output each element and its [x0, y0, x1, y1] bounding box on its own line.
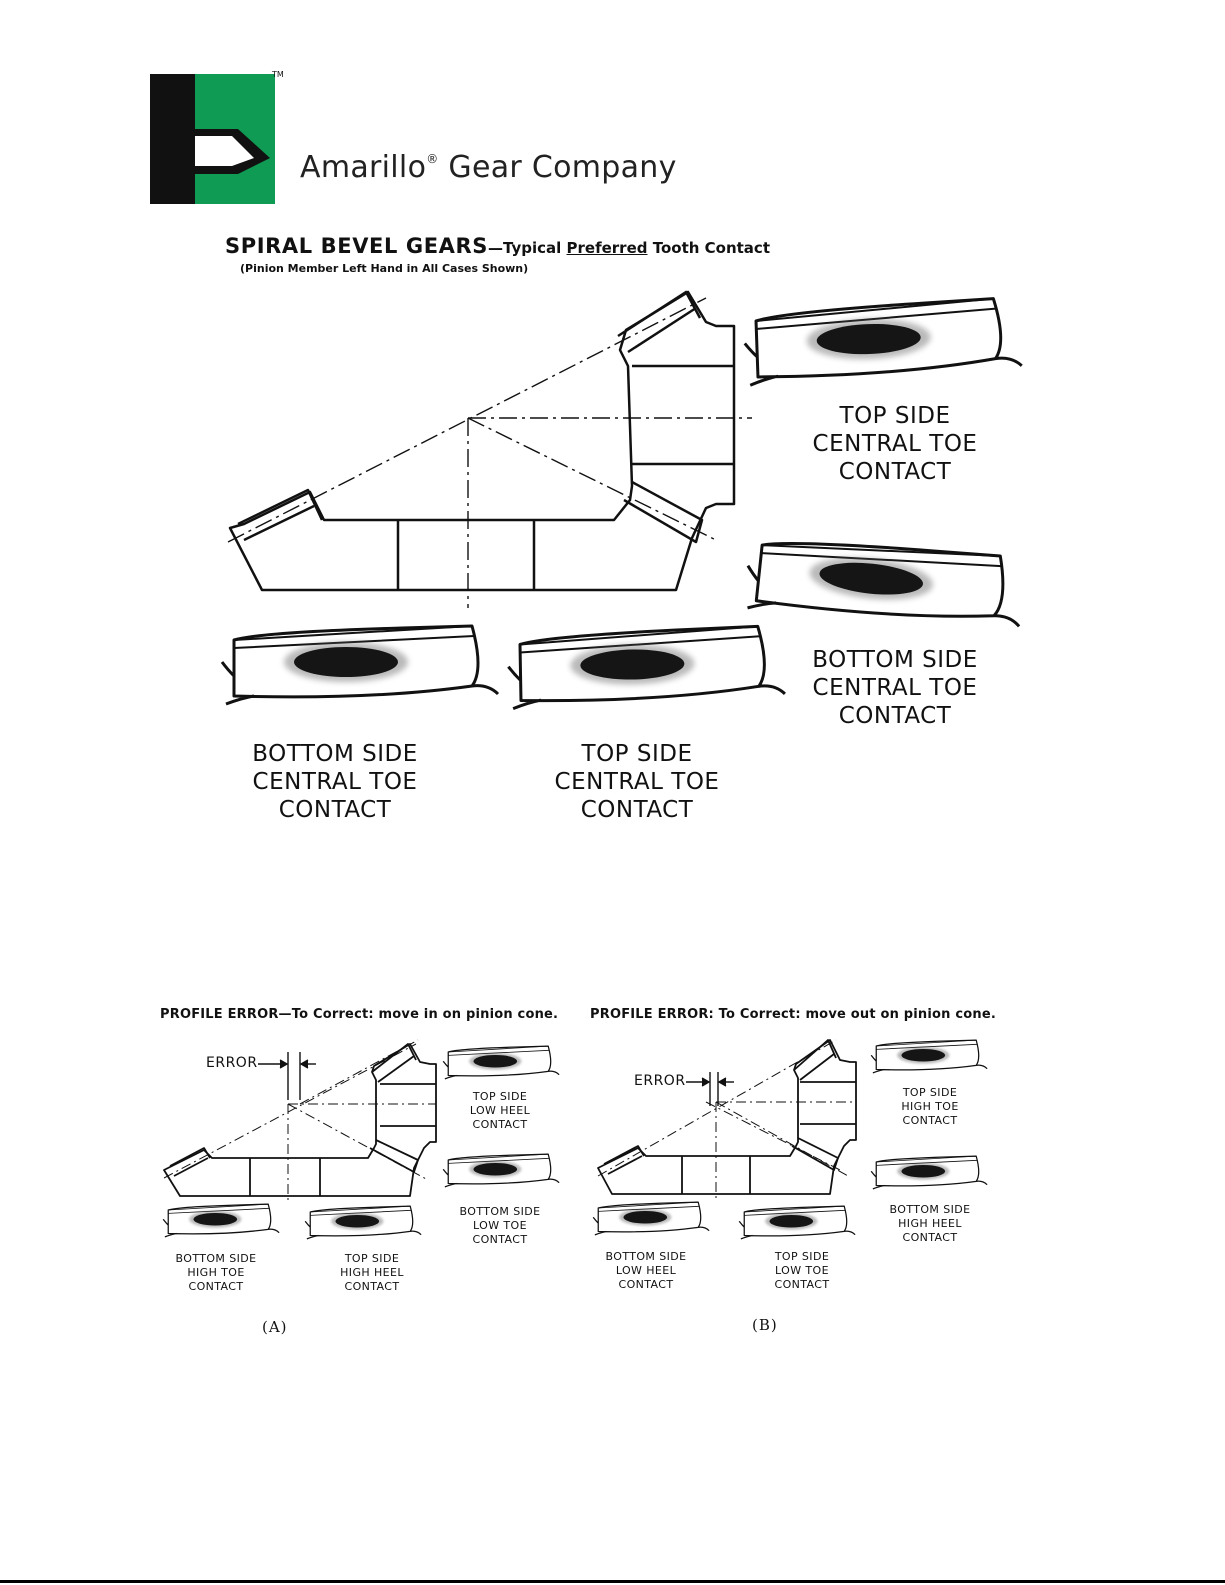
amarillo-gear-logo [150, 74, 275, 204]
page-subtitle: (Pinion Member Left Hand in All Cases Sh… [240, 262, 529, 275]
label-line: TOP SIDE [581, 741, 693, 767]
label-line: TOP SIDE [902, 1086, 958, 1099]
label-line: LOW TOE [775, 1264, 829, 1277]
panel-b-tooth-right-top [871, 1040, 987, 1073]
label-line: BOTTOM SIDE [812, 647, 978, 673]
page-bottom-rule [0, 1580, 1225, 1583]
trademark: TM [272, 70, 284, 79]
company-name-part: Amarillo [300, 150, 427, 185]
label-line: CENTRAL TOE [252, 769, 418, 795]
pinion-tooth-right [617, 290, 702, 354]
label-line: CONTACT [774, 1278, 830, 1291]
label-line: CONTACT [580, 797, 694, 823]
label-line: CONTACT [472, 1118, 528, 1131]
pitch-cone-line [227, 297, 707, 543]
tooth-contact-mid-bottom [508, 626, 785, 709]
panel-a-error-marker [258, 1052, 316, 1100]
logo-white-cutout [195, 136, 254, 166]
panel-b-gear-section [597, 1039, 857, 1195]
panel-b-tooth-left-bottom [593, 1202, 709, 1235]
tooth-contact-right-bottom [744, 530, 1027, 636]
label-line: BOTTOM SIDE [889, 1203, 971, 1216]
label-line: CONTACT [902, 1114, 958, 1127]
gear-pitch-line [467, 417, 717, 541]
label-line: CONTACT [188, 1280, 244, 1293]
label-line: TOP SIDE [344, 1252, 400, 1265]
panel-a-tooth-right-top [443, 1046, 559, 1079]
panel-b-tooth-mid-bottom [739, 1206, 855, 1239]
panel-a-tooth-mid-bottom [305, 1206, 421, 1239]
label-line: TOP SIDE [774, 1250, 830, 1263]
gear-tooth-lower [623, 480, 704, 544]
label-line: LOW TOE [473, 1219, 527, 1232]
label-line: LOW HEEL [469, 1104, 531, 1117]
label-line: CENTRAL TOE [812, 675, 978, 701]
label-line: LOW HEEL [615, 1264, 677, 1277]
panel-b-tooth-right-bottom [871, 1156, 987, 1189]
label-line: HIGH HEEL [340, 1266, 404, 1279]
label-line: BOTTOM SIDE [175, 1252, 257, 1265]
main-center-lines [227, 297, 752, 608]
panel-b-center-lines [597, 1039, 856, 1198]
panel-a-title: PROFILE ERROR—To Correct: move in on pin… [160, 1007, 559, 1022]
label-line: HIGH TOE [187, 1266, 245, 1279]
title-preferred: Preferred [566, 239, 648, 257]
title-rest: Tooth Contact [647, 239, 770, 257]
label-line: CONTACT [618, 1278, 674, 1291]
label-line: CONTACT [344, 1280, 400, 1293]
panel-a-center-lines [163, 1039, 436, 1200]
panel-b-caption: (B) [752, 1316, 778, 1334]
panel-b-error-marker [686, 1072, 734, 1106]
label-line: HIGH HEEL [898, 1217, 962, 1230]
label-line: CENTRAL TOE [554, 769, 720, 795]
panel-b-error-label: ERROR [634, 1073, 686, 1089]
label-line: CENTRAL TOE [812, 431, 978, 457]
registered-mark: ® [426, 152, 439, 166]
panel-a-error-label: ERROR [206, 1055, 258, 1071]
label-line: BOTTOM SIDE [605, 1250, 687, 1263]
company-name-suffix: Gear Company [448, 150, 677, 185]
tooth-contact-left-bottom [222, 626, 498, 704]
label-mid-bottom-contact: TOP SIDE CENTRAL TOE CONTACT [542, 740, 732, 824]
label-right-top-contact: TOP SIDE CENTRAL TOE CONTACT [800, 402, 990, 486]
panel-a-tooth-right-bottom [443, 1154, 559, 1187]
label-line: BOTTOM SIDE [459, 1205, 541, 1218]
panel-a-label-right-top: TOP SIDE LOW HEEL CONTACT [450, 1090, 550, 1132]
panel-a-label-left-bottom: BOTTOM SIDE HIGH TOE CONTACT [166, 1252, 266, 1294]
page-title: SPIRAL BEVEL GEARS—Typical Preferred Too… [225, 234, 770, 258]
title-dash: —Typical [488, 239, 567, 257]
label-line: CONTACT [278, 797, 392, 823]
label-line: CONTACT [902, 1231, 958, 1244]
panel-b-title: PROFILE ERROR: To Correct: move out on p… [590, 1007, 997, 1022]
panel-b-label-left-bottom: BOTTOM SIDE LOW HEEL CONTACT [596, 1250, 696, 1292]
label-line: BOTTOM SIDE [252, 741, 418, 767]
tooth-contact-right-top [744, 298, 1023, 386]
label-right-bottom-contact: BOTTOM SIDE CENTRAL TOE CONTACT [800, 646, 990, 730]
company-name: Amarillo® Gear Company [300, 150, 677, 185]
gear-outline [228, 290, 736, 592]
label-line: CONTACT [472, 1233, 528, 1246]
panel-b-label-right-top: TOP SIDE HIGH TOE CONTACT [880, 1086, 980, 1128]
label-line: TOP SIDE [472, 1090, 528, 1103]
label-line: CONTACT [838, 459, 952, 485]
panel-a-caption: (A) [262, 1318, 288, 1336]
pinion-tooth-left [237, 488, 324, 542]
label-left-bottom-contact: BOTTOM SIDE CENTRAL TOE CONTACT [240, 740, 430, 824]
label-line: CONTACT [838, 703, 952, 729]
label-line: HIGH TOE [901, 1100, 959, 1113]
panel-b-label-mid-bottom: TOP SIDE LOW TOE CONTACT [752, 1250, 852, 1292]
main-gear-section [228, 290, 736, 592]
panel-a-label-right-bottom: BOTTOM SIDE LOW TOE CONTACT [450, 1205, 550, 1247]
title-main: SPIRAL BEVEL GEARS [225, 234, 489, 258]
panel-a-tooth-left-bottom [163, 1204, 279, 1237]
label-line: TOP SIDE [839, 403, 951, 429]
panel-b-label-right-bottom: BOTTOM SIDE HIGH HEEL CONTACT [880, 1203, 980, 1245]
panel-a-label-mid-bottom: TOP SIDE HIGH HEEL CONTACT [322, 1252, 422, 1294]
